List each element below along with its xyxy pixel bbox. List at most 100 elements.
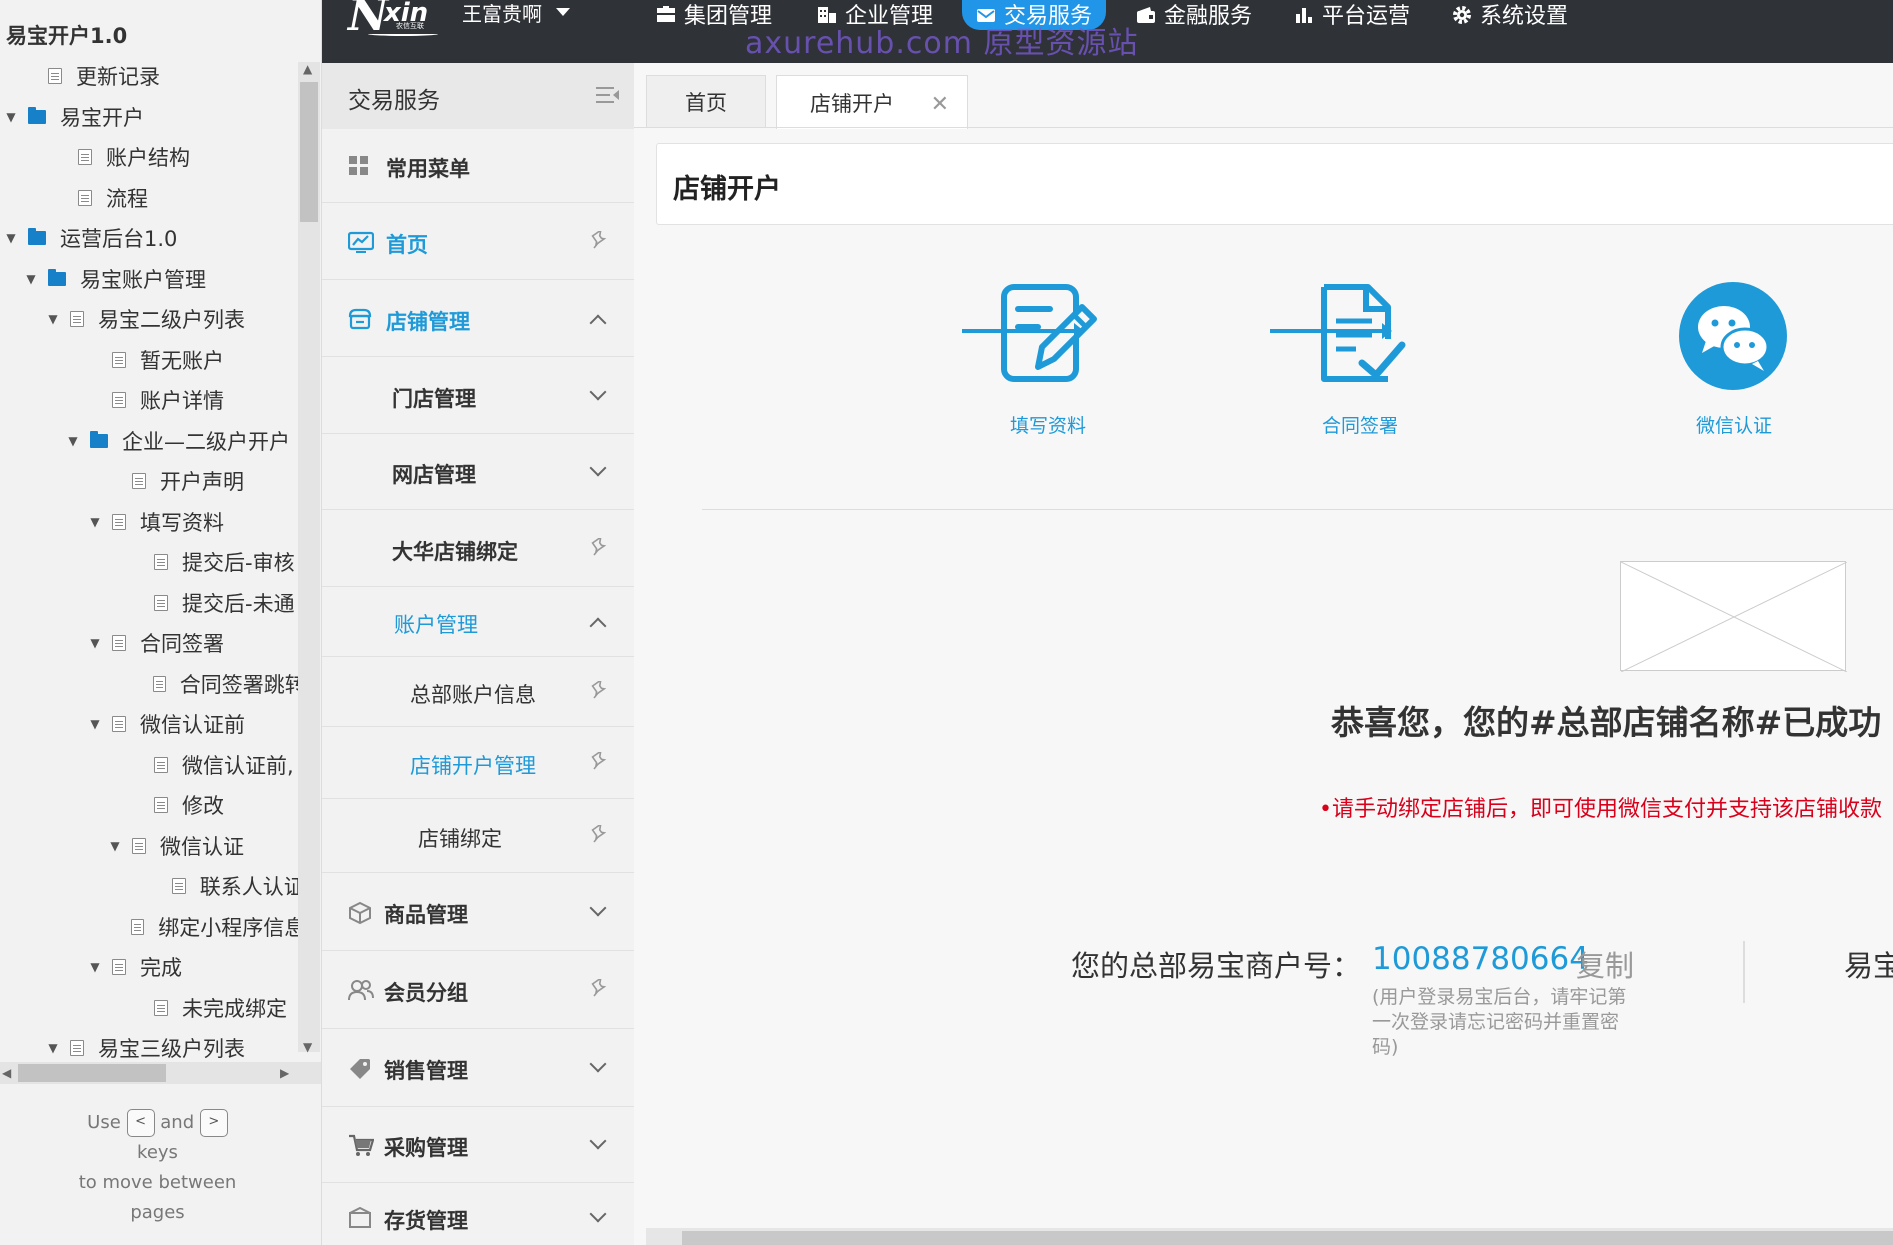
page-icon — [112, 513, 126, 530]
tree-item[interactable]: ▼易宝开户 — [4, 97, 144, 137]
close-tab-icon[interactable]: ✕ — [930, 92, 949, 117]
pin-icon[interactable] — [590, 749, 608, 770]
side-menu-item[interactable]: 店铺开户管理 — [322, 727, 634, 799]
chevron-up-icon[interactable] — [589, 314, 607, 331]
tree-item[interactable]: 联系人认证 — [150, 866, 298, 906]
tree-item-label: 合同签署 — [140, 632, 224, 656]
chevron-down-icon[interactable] — [589, 1132, 607, 1150]
tree-item[interactable]: 账户详情 — [88, 380, 224, 420]
pin-icon[interactable] — [590, 678, 608, 699]
collapse-menu-icon[interactable] — [596, 85, 620, 105]
tree-item-label: 流程 — [106, 186, 148, 211]
chevron-down-icon[interactable] — [589, 1205, 607, 1223]
nav-trade-services[interactable]: 交易服务 — [962, 0, 1107, 30]
side-menu-item[interactable]: 常用菜单 — [322, 129, 634, 203]
expand-caret-icon[interactable]: ▼ — [90, 960, 100, 974]
expand-caret-icon[interactable]: ▼ — [90, 636, 100, 650]
nav-financial-services[interactable]: 金融服务 — [1136, 0, 1252, 29]
tree-item[interactable]: 合同签署跳转 — [130, 664, 298, 704]
chevron-down-icon[interactable] — [589, 383, 607, 400]
side-menu-item[interactable]: 会员分组 — [322, 951, 634, 1029]
expand-caret-icon[interactable]: ▼ — [68, 433, 78, 448]
scroll-down-arrow-icon[interactable]: ▼ — [303, 1040, 313, 1054]
tree-item-label: 填写资料 — [140, 510, 224, 535]
tree-item[interactable]: 绑定小程序信息 — [108, 907, 298, 947]
tree-item[interactable]: 暂无账户 — [88, 340, 224, 380]
pin-icon[interactable] — [590, 822, 608, 843]
tree-item[interactable]: ▼企业—二级户开户 — [66, 421, 290, 461]
tree-item[interactable]: 账户结构 — [54, 137, 190, 177]
page-tree-horizontal-scrollbar[interactable]: ◀ ▶ — [0, 1062, 321, 1084]
tree-item[interactable]: 更新记录 — [24, 56, 160, 96]
side-menu-item[interactable]: 店铺绑定 — [322, 799, 634, 873]
pin-icon[interactable] — [590, 227, 608, 248]
side-menu-item[interactable]: 账户管理 — [322, 587, 634, 657]
copy-button[interactable]: 复制 — [1576, 949, 1635, 983]
tree-item[interactable]: 提交后-审核 — [130, 542, 295, 582]
page-tree-vertical-scrollbar[interactable] — [298, 62, 320, 1052]
expand-caret-icon[interactable]: ▼ — [90, 514, 100, 529]
chevron-down-icon[interactable] — [589, 899, 607, 917]
main-horizontal-scroll-thumb[interactable] — [682, 1231, 1893, 1245]
tree-item[interactable]: ▼微信认证前 — [88, 704, 245, 744]
tree-item[interactable]: ▼完成 — [88, 947, 182, 987]
pin-icon[interactable] — [590, 976, 608, 997]
tree-item[interactable]: ▼易宝三级户列表 — [46, 1028, 245, 1068]
expand-caret-icon[interactable]: ▼ — [26, 271, 36, 286]
step-arrow-2 — [1270, 323, 1392, 339]
tab-store-account-opening[interactable]: 店铺开户 ✕ — [776, 75, 968, 129]
expand-caret-icon[interactable]: ▼ — [90, 717, 100, 731]
tree-item[interactable]: ▼ 填写资料 — [88, 502, 224, 542]
scroll-right-arrow-icon[interactable]: ▶ — [280, 1066, 290, 1080]
tab-home[interactable]: 首页 — [646, 75, 766, 127]
side-menu-item[interactable]: 网店管理 — [322, 434, 634, 510]
gear-icon — [1452, 5, 1472, 24]
tree-item[interactable]: 流程 — [54, 178, 148, 218]
brand-logo[interactable]: N xin 农信互联 — [348, 0, 448, 44]
side-menu-item[interactable]: 首页 — [322, 203, 634, 280]
expand-caret-icon[interactable]: ▼ — [6, 231, 16, 245]
nav-system-settings[interactable]: 系统设置 — [1452, 0, 1568, 29]
pin-icon[interactable] — [590, 534, 608, 555]
side-menu-item[interactable]: 存货管理 — [322, 1183, 634, 1245]
page-icon — [70, 311, 84, 327]
side-menu-item[interactable]: 门店管理 — [322, 357, 634, 434]
group-icon — [656, 5, 676, 23]
side-menu: 交易服务 常用菜单首页店铺管理门店管理网店管理大华店铺绑定账户管理总部账户信息店… — [322, 63, 634, 1245]
side-menu-item[interactable]: 总部账户信息 — [322, 657, 634, 727]
tree-item[interactable]: ▼易宝账户管理 — [24, 259, 206, 299]
tree-item[interactable]: ▼运营后台1.0 — [4, 218, 177, 258]
nav-enterprise-management[interactable]: 企业管理 — [817, 0, 933, 29]
side-menu-item[interactable]: 销售管理 — [322, 1029, 634, 1107]
side-menu-item[interactable]: 店铺管理 — [322, 280, 634, 357]
chevron-up-icon[interactable] — [589, 617, 607, 635]
tree-item[interactable]: 开户声明 — [108, 461, 244, 501]
expand-caret-icon[interactable]: ▼ — [48, 312, 58, 326]
tree-item[interactable]: ▼易宝二级户列表 — [46, 299, 245, 339]
side-menu-item[interactable]: 采购管理 — [322, 1107, 634, 1183]
tree-item[interactable]: 微信认证前, — [130, 745, 294, 785]
tree-item[interactable]: ▼微信认证 — [108, 826, 244, 866]
tree-item[interactable]: 未完成绑定 — [130, 988, 287, 1028]
page-tree-horizontal-scroll-thumb[interactable] — [18, 1064, 166, 1082]
chevron-down-icon[interactable] — [589, 1055, 607, 1073]
user-menu[interactable]: 王富贵啊 — [462, 0, 570, 26]
nav-group-management[interactable]: 集团管理 — [656, 0, 772, 29]
chevron-down-icon[interactable] — [589, 459, 607, 477]
page-tree-vertical-scroll-thumb[interactable] — [300, 82, 318, 222]
page-icon — [132, 473, 146, 489]
tree-item[interactable]: ▼ 合同签署 — [88, 623, 224, 663]
side-menu-item[interactable]: 大华店铺绑定 — [322, 510, 634, 587]
expand-caret-icon[interactable]: ▼ — [48, 1041, 58, 1055]
main-horizontal-scrollbar[interactable] — [646, 1228, 1893, 1245]
expand-caret-icon[interactable]: ▼ — [110, 838, 120, 853]
monitor-chart-icon — [347, 231, 375, 253]
tree-item[interactable]: 提交后-未通 — [130, 583, 295, 623]
tree-item[interactable]: 修改 — [130, 785, 224, 825]
nav-platform-operations[interactable]: 平台运营 — [1294, 0, 1410, 29]
side-menu-item[interactable]: 商品管理 — [322, 873, 634, 951]
expand-caret-icon[interactable]: ▼ — [6, 109, 16, 124]
scroll-up-arrow-icon[interactable]: ▲ — [303, 62, 313, 76]
scroll-left-arrow-icon[interactable]: ◀ — [2, 1066, 12, 1080]
side-menu-item-label: 采购管理 — [384, 1136, 468, 1160]
